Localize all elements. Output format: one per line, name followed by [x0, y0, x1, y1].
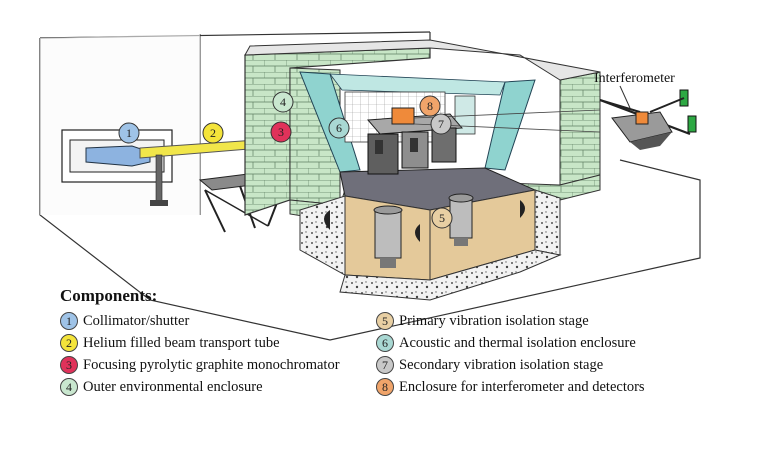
marker-6: 6: [329, 118, 349, 138]
legend-title: Components:: [60, 286, 157, 306]
marker-5: 5: [432, 208, 452, 228]
legend-item-label: Enclosure for interferometer and detecto…: [399, 379, 645, 396]
legend-badge: 7: [376, 356, 394, 374]
legend-column-right: 5 Primary vibration isolation stage 6 Ac…: [376, 310, 645, 398]
legend-item-label: Primary vibration isolation stage: [399, 313, 589, 330]
legend-badge: 4: [60, 378, 78, 396]
legend-item: 2 Helium filled beam transport tube: [60, 332, 340, 354]
svg-text:1: 1: [126, 126, 132, 140]
legend-item: 8 Enclosure for interferometer and detec…: [376, 376, 645, 398]
svg-text:5: 5: [439, 211, 445, 225]
legend-item: 7 Secondary vibration isolation stage: [376, 354, 645, 376]
svg-text:3: 3: [278, 125, 284, 139]
legend-item: 3 Focusing pyrolytic graphite monochroma…: [60, 354, 340, 376]
svg-text:2: 2: [210, 126, 216, 140]
interferometer-label: Interferometer: [594, 71, 675, 86]
svg-text:4: 4: [280, 95, 286, 109]
marker-8: 8: [420, 96, 440, 116]
legend-column-left: 1 Collimator/shutter 2 Helium filled bea…: [60, 310, 340, 398]
legend-badge: 3: [60, 356, 78, 374]
legend-item: 5 Primary vibration isolation stage: [376, 310, 645, 332]
legend-badge: 6: [376, 334, 394, 352]
svg-text:6: 6: [336, 121, 342, 135]
svg-text:7: 7: [438, 117, 444, 131]
legend-item: 1 Collimator/shutter: [60, 310, 340, 332]
legend-item-label: Outer environmental enclosure: [83, 379, 263, 396]
marker-4: 4: [273, 92, 293, 112]
legend-item: 6 Acoustic and thermal isolation enclosu…: [376, 332, 645, 354]
legend-badge: 1: [60, 312, 78, 330]
legend-badge: 2: [60, 334, 78, 352]
legend-item-label: Secondary vibration isolation stage: [399, 357, 603, 374]
marker-7: 7: [431, 114, 451, 134]
marker-1: 1: [119, 123, 139, 143]
components-legend: Components: 1 Collimator/shutter 2 Heliu…: [60, 286, 760, 426]
interferometer-callout: Interferometer: [594, 71, 696, 150]
legend-item: 4 Outer environmental enclosure: [60, 376, 340, 398]
legend-item-label: Helium filled beam transport tube: [83, 335, 280, 352]
marker-3: 3: [271, 122, 291, 142]
legend-badge: 5: [376, 312, 394, 330]
legend-item-label: Focusing pyrolytic graphite monochromato…: [83, 357, 340, 374]
legend-item-label: Collimator/shutter: [83, 313, 189, 330]
marker-2: 2: [203, 123, 223, 143]
legend-item-label: Acoustic and thermal isolation enclosure: [399, 335, 636, 352]
svg-text:8: 8: [427, 99, 433, 113]
legend-badge: 8: [376, 378, 394, 396]
